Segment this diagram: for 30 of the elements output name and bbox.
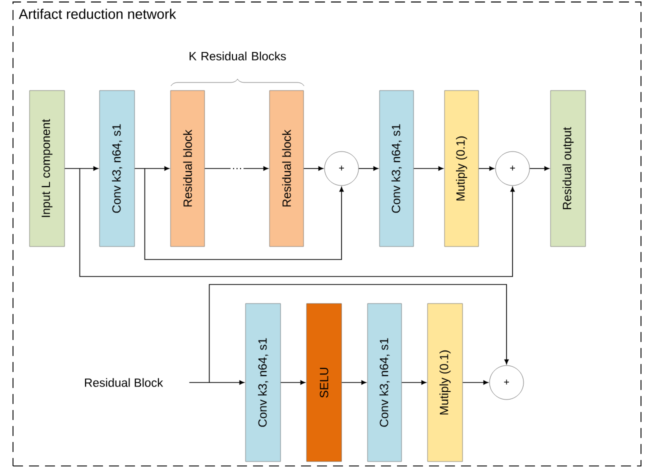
- block-label: Residual Block: [85, 378, 164, 387]
- arrow: [79, 168, 515, 277]
- layer-box: Residual output: [550, 90, 586, 247]
- layer-box: Conv k3, n64, s1: [245, 303, 281, 462]
- arrow: [188, 380, 244, 385]
- arrow: [462, 380, 488, 385]
- arrow: [303, 166, 324, 171]
- arrow: [529, 166, 550, 171]
- arrow: [478, 166, 494, 171]
- layer-box: Residual block: [170, 90, 205, 247]
- layer-box: Conv k3, n64, s1: [379, 90, 414, 247]
- arrow: [208, 284, 509, 383]
- arrow: [280, 380, 306, 385]
- arrow: [134, 166, 170, 171]
- layer-box: Residual block: [269, 90, 304, 247]
- arrow: [64, 166, 98, 171]
- arrow: [413, 166, 444, 171]
- layer-box: Mutiply (0.1): [444, 90, 479, 247]
- arrow: [341, 380, 366, 385]
- arrow: [204, 166, 268, 171]
- arrow: [358, 166, 378, 171]
- edge-label: …: [230, 166, 244, 170]
- layer-box: Conv k3, n64, s1: [367, 303, 402, 462]
- layer-box: Conv k3, n64, s1: [99, 90, 135, 247]
- layer-box: Input L component: [29, 90, 65, 247]
- layer-box: Mutiply (0.1): [427, 303, 463, 462]
- arrow: [144, 168, 344, 260]
- arrow: [401, 380, 426, 385]
- brace-label: K Residual Blocks: [190, 52, 286, 60]
- layer-box: SELU: [306, 303, 342, 462]
